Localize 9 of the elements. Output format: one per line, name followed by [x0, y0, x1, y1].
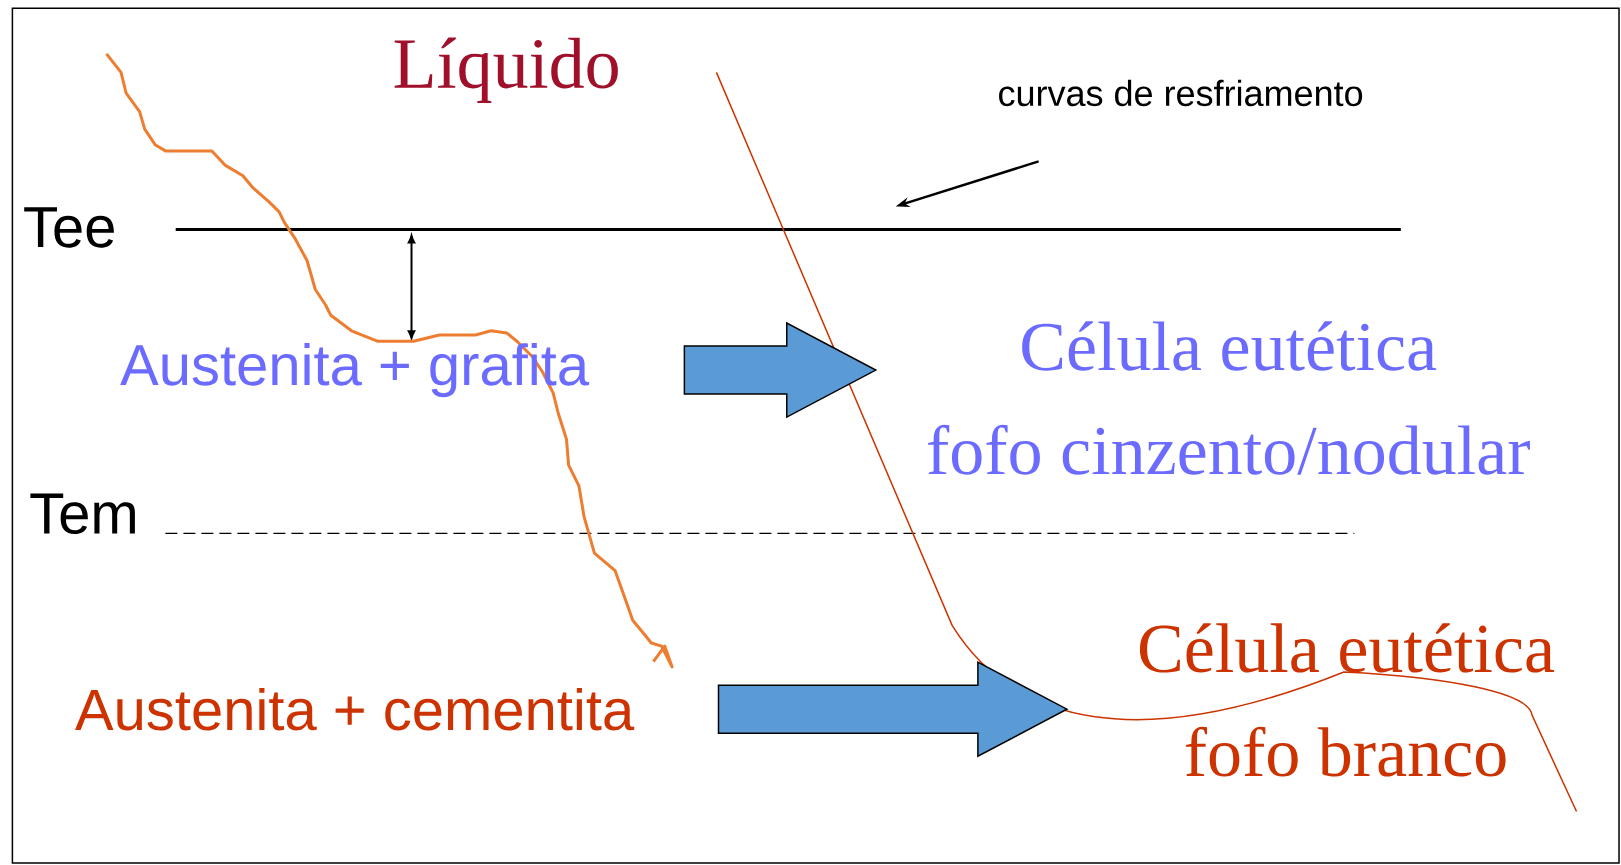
block-arrow: [717, 660, 1069, 758]
temperature-label: Tem: [30, 493, 135, 535]
structure-label: Célula eutética fofo branco: [1139, 623, 1555, 777]
structure-label: Célula eutética fofo cinzento/nodular: [928, 321, 1530, 475]
annotation-text: curvas de resfriamento: [999, 79, 1363, 107]
temperature-label: Tee: [24, 207, 114, 248]
region-label: Líquido: [394, 37, 618, 103]
phase-label: Austenita + cementita: [75, 687, 635, 731]
block-arrow: [683, 321, 878, 419]
